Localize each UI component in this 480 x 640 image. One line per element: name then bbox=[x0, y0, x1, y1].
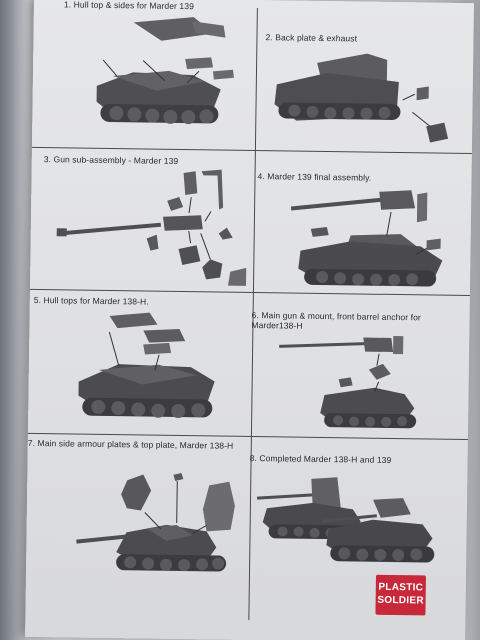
step-3-illustration bbox=[56, 169, 247, 286]
plastic-soldier-logo: PLASTIC SOLDIER bbox=[375, 574, 426, 616]
step-7-title: 7. Main side armour plates & top plate, … bbox=[27, 437, 234, 451]
step-6-title: 6. Main gun & mount, front barrel anchor… bbox=[251, 309, 421, 331]
instruction-sheet: 1. Hull top & sides for Marder 139 2. Ba… bbox=[25, 0, 474, 640]
divider-row1 bbox=[31, 146, 472, 155]
step-2-title: 2. Back plate & exhaust bbox=[265, 32, 358, 44]
step-3-title: 3. Gun sub-assembly - Marder 139 bbox=[43, 154, 179, 166]
step-6-illustration bbox=[279, 335, 417, 429]
step-8-title: 8. Completed Marder 138-H and 139 bbox=[249, 452, 392, 465]
step-7-illustration bbox=[76, 473, 235, 572]
step-1-illustration bbox=[96, 17, 234, 125]
step-4-illustration bbox=[290, 190, 443, 287]
step-8-illustration bbox=[256, 477, 435, 563]
step-4-title: 4. Marder 139 final assembly. bbox=[257, 171, 372, 183]
step-5-illustration bbox=[78, 312, 215, 418]
step-2-illustration bbox=[274, 53, 449, 143]
